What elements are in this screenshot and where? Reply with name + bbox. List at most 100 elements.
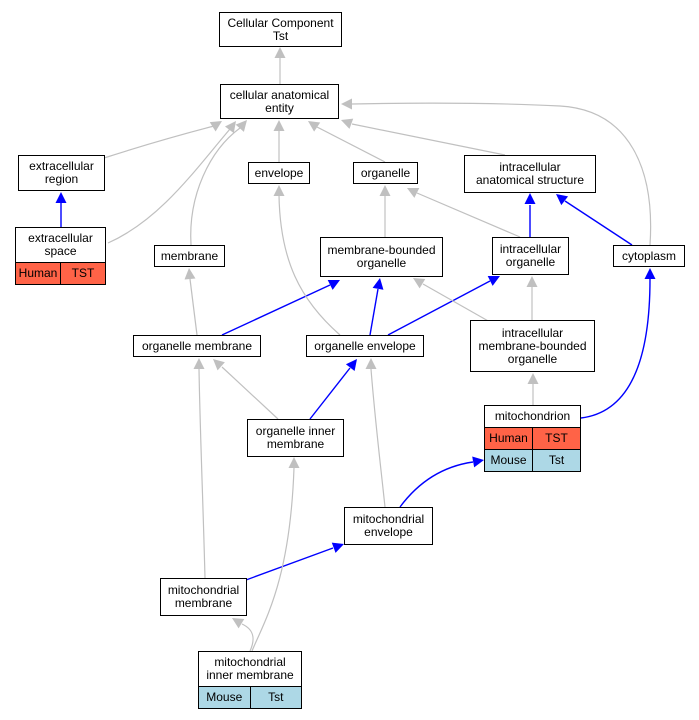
edge-envelope-to-cae-arrowhead (273, 120, 285, 131)
organism-cell: Mouse (490, 453, 527, 467)
edge-mito-to-cytoplasm-arrowhead (644, 268, 656, 279)
edge-cytoplasm-to-cae-arrowhead (341, 98, 352, 110)
edge-mitoenv-to-orgenvelope (370, 368, 386, 508)
edge-orgmembrane-to-membrane (189, 278, 198, 336)
annotation-row-mouse: Mouse Tst (485, 449, 580, 471)
edge-orgenvelope-to-envelope-arrowhead (273, 185, 285, 196)
node-organelle[interactable]: organelle (353, 162, 418, 184)
edge-cytoplasm-to-ias-arrowhead (556, 194, 569, 206)
node-label: cytoplasm (621, 248, 677, 263)
node-cellular-anatomical-entity[interactable]: cellular anatomical entity (220, 84, 339, 119)
node-intracellular-anatomical-structure[interactable]: intracellular anatomical structure (464, 155, 596, 193)
edge-orgenvelope-to-envelope (278, 194, 341, 336)
edge-ico-to-ias-arrowhead (524, 193, 536, 204)
edge-oim-to-orgenvelope (309, 367, 351, 420)
edge-mitoenv-to-mito-arrowhead (472, 456, 484, 468)
edge-mitoim-to-mitomem-arrowhead (232, 618, 245, 629)
node-membrane-bounded-organelle[interactable]: membrane-bounded organelle (320, 237, 443, 277)
edge-ias-to-cae-arrowhead (341, 118, 354, 129)
node-label: intracellular membrane-bounded organelle (478, 325, 587, 366)
node-membrane[interactable]: membrane (154, 245, 225, 267)
edge-extregion-to-cae-arrowhead (209, 121, 222, 132)
edge-extspace-to-extregion-arrowhead (55, 192, 67, 203)
edge-mito-to-imbo-arrowhead (527, 373, 539, 384)
node-label: extracellular region (29, 159, 94, 186)
node-label: mitochondrial inner membrane (206, 655, 294, 682)
node-label: organelle membrane (141, 338, 253, 353)
edge-extspace-to-cae (107, 128, 231, 244)
edge-imbo-to-ico-arrowhead (526, 276, 538, 287)
edge-membrane-to-cae (190, 127, 241, 246)
edge-mitomem-to-orgmembrane-arrowhead (193, 358, 205, 369)
node-cellular-component-tst[interactable]: Cellular Component Tst (219, 12, 342, 47)
edge-mitoim-to-mitomem (241, 623, 254, 652)
node-intracellular-membrane-bounded-organelle[interactable]: intracellular membrane-bounded organelle (470, 320, 595, 372)
node-cytoplasm[interactable]: cytoplasm (613, 245, 685, 267)
node-organelle-membrane[interactable]: organelle membrane (133, 335, 261, 357)
node-label: organelle envelope (314, 338, 416, 353)
node-label: extracellular space (28, 231, 93, 258)
edge-organelle-to-cae (316, 126, 386, 163)
edge-mitoenv-to-mito (399, 461, 474, 508)
edge-organelle-to-cae-arrowhead (308, 121, 321, 132)
edge-membrane-to-cae-arrowhead (235, 120, 247, 132)
node-organelle-inner-membrane[interactable]: organelle inner membrane (247, 419, 344, 457)
node-mitochondrion[interactable]: mitochondrion Human TST Mouse Tst (484, 405, 581, 472)
edge-mitoim-to-oim-arrowhead (288, 457, 300, 468)
node-extracellular-space[interactable]: extracellular space Human TST (15, 227, 106, 285)
node-label: intracellular organelle (499, 242, 562, 269)
edge-oim-to-orgmembrane-arrowhead (213, 359, 225, 371)
edge-mitomem-to-orgmembrane (198, 368, 206, 579)
node-organelle-envelope[interactable]: organelle envelope (306, 335, 424, 357)
edge-mitomem-to-mitoenv-arrowhead (331, 542, 344, 553)
edge-orgmembrane-to-mbo (221, 284, 331, 336)
edge-imbo-to-mbo (422, 283, 491, 323)
edge-imbo-to-mbo-arrowhead (413, 278, 426, 289)
node-label: organelle (360, 165, 411, 180)
node-envelope[interactable]: envelope (248, 162, 310, 184)
node-label: intracellular anatomical structure (475, 160, 585, 187)
node-mitochondrial-inner-membrane[interactable]: mitochondrial inner membrane Mouse Tst (198, 651, 302, 709)
edge-mitomem-to-mitoenv (245, 547, 334, 581)
node-label: mitochondrial envelope (352, 512, 425, 539)
annotation-row-human: Human TST (16, 262, 105, 284)
edge-mitoim-to-oim (251, 467, 295, 652)
node-extracellular-region[interactable]: extracellular region (18, 155, 105, 191)
edge-orgenvelope-to-ico (387, 280, 491, 336)
gene-cell: TST (60, 263, 105, 284)
edge-orgenvelope-to-mbo-arrowhead (372, 278, 384, 290)
node-label: envelope (254, 165, 304, 180)
annotation-row-mouse: Mouse Tst (199, 686, 301, 708)
gene-cell: Tst (532, 450, 580, 471)
node-label: cellular anatomical entity (229, 87, 330, 115)
edge-mitoenv-to-orgenvelope-arrowhead (365, 358, 377, 369)
edge-cae-to-cc-arrowhead (274, 47, 286, 58)
edge-orgenvelope-to-mbo (369, 288, 379, 336)
edge-ico-to-organelle-arrowhead (407, 188, 420, 198)
edge-extspace-to-cae-arrowhead (225, 121, 236, 134)
node-mitochondrial-membrane[interactable]: mitochondrial membrane (160, 578, 247, 616)
edge-mbo-to-organelle-arrowhead (379, 185, 391, 196)
organism-cell: Mouse (206, 690, 243, 704)
node-mitochondrial-envelope[interactable]: mitochondrial envelope (344, 507, 433, 545)
gene-cell: TST (532, 428, 580, 449)
edge-extregion-to-cae (103, 125, 215, 159)
edge-orgmembrane-to-membrane-arrowhead (184, 268, 196, 280)
organism-cell: Human (489, 431, 528, 445)
node-label: mitochondrion (494, 409, 571, 423)
node-label: Cellular Component Tst (227, 15, 334, 43)
edge-cytoplasm-to-ias (564, 200, 633, 246)
node-label: mitochondrial membrane (167, 583, 240, 610)
edge-oim-to-orgmembrane (221, 366, 279, 420)
gene-cell: Tst (249, 687, 302, 708)
edge-orgenvelope-to-ico-arrowhead (487, 276, 500, 286)
edge-oim-to-orgenvelope-arrowhead (345, 359, 357, 372)
node-intracellular-organelle[interactable]: intracellular organelle (492, 237, 569, 275)
edge-orgmembrane-to-mbo-arrowhead (327, 280, 340, 290)
node-label: membrane (160, 248, 219, 263)
edge-cytoplasm-to-cae (351, 102, 652, 246)
annotation-row-human: Human TST (485, 427, 580, 449)
node-label: organelle inner membrane (255, 424, 336, 451)
